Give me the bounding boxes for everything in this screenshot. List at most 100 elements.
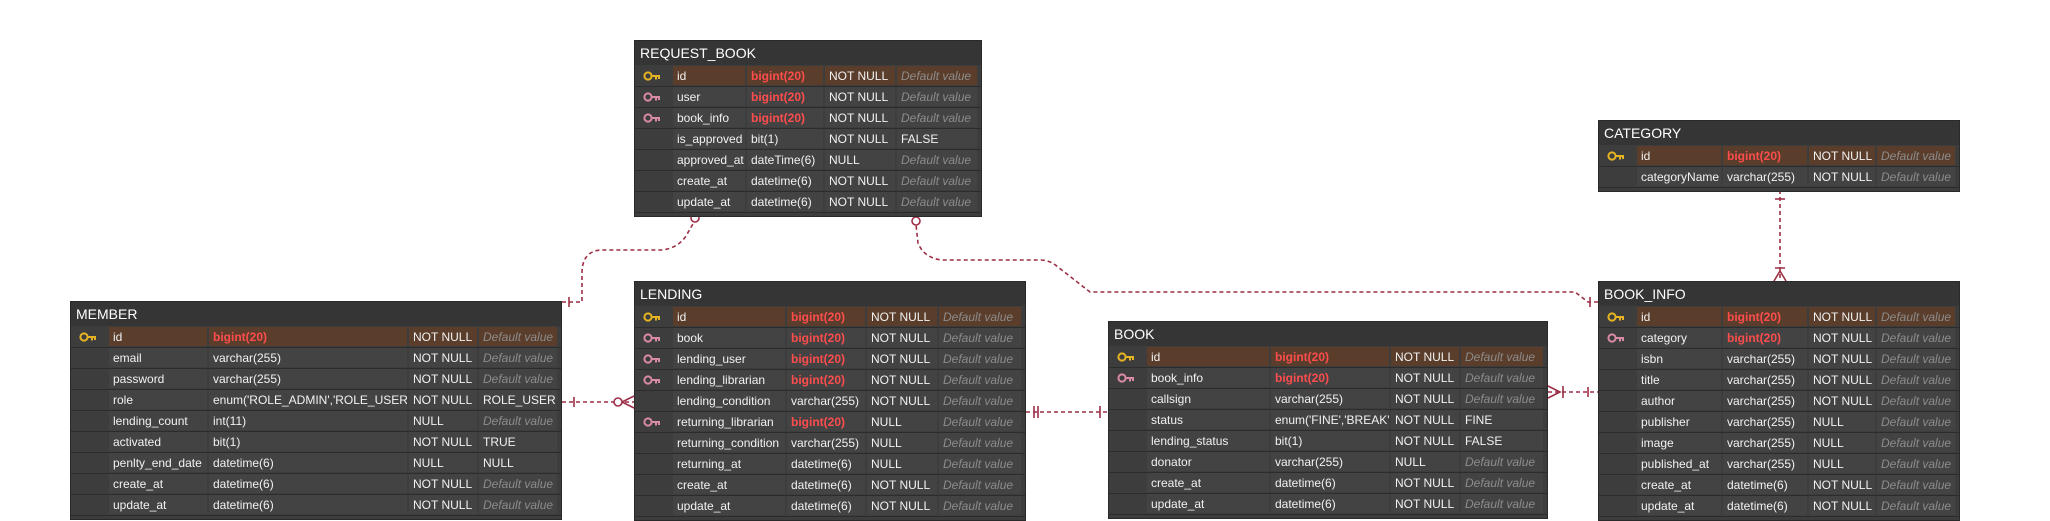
column-default: Default value — [897, 108, 977, 127]
column-name: id — [1147, 347, 1269, 366]
column-name: returning_condition — [673, 433, 785, 452]
column-type: datetime(6) — [787, 475, 865, 494]
column-type: bigint(20) — [1723, 328, 1807, 347]
column-default: TRUE — [479, 432, 557, 451]
column-nullable: NOT NULL — [825, 129, 895, 148]
column-default: Default value — [479, 411, 557, 430]
many-marker — [620, 395, 635, 409]
key-cell — [1601, 307, 1627, 326]
key-cell — [1111, 473, 1137, 492]
column-nullable: NOT NULL — [1809, 167, 1875, 186]
column-name: book — [673, 328, 785, 347]
key-cell — [73, 327, 99, 346]
column-name: id — [673, 307, 785, 326]
column-nullable: NOT NULL — [825, 87, 895, 106]
column-default: Default value — [939, 454, 1021, 473]
column-name: is_approved — [673, 129, 745, 148]
column-type: datetime(6) — [1723, 475, 1807, 494]
column-name: update_at — [673, 496, 785, 515]
foreign-key-icon — [643, 416, 661, 428]
key-cell — [637, 66, 663, 85]
column-default: Default value — [939, 412, 1021, 431]
column-type: bigint(20) — [209, 327, 407, 346]
column-default: Default value — [1461, 368, 1543, 387]
column-type: bit(1) — [209, 432, 407, 451]
column-type: bigint(20) — [787, 307, 865, 326]
column-type: varchar(255) — [787, 433, 865, 452]
column-name: penlty_end_date — [109, 453, 207, 472]
column-name: user — [673, 87, 745, 106]
column-nullable: NULL — [1809, 412, 1875, 431]
column-nullable: NOT NULL — [409, 432, 477, 451]
foreign-key-icon — [1117, 372, 1135, 384]
column-name: book_info — [673, 108, 745, 127]
column-name: create_at — [673, 475, 785, 494]
column-default: Default value — [479, 474, 557, 493]
key-cell — [637, 391, 663, 410]
column-name: update_at — [1637, 496, 1721, 515]
table-title: CATEGORY — [1599, 121, 1959, 145]
key-cell — [1601, 412, 1627, 431]
key-cell — [637, 433, 663, 452]
column-type: datetime(6) — [787, 454, 865, 473]
table-title: REQUEST_BOOK — [635, 41, 981, 65]
column-nullable: NULL — [1809, 433, 1875, 452]
column-name: lending_count — [109, 411, 207, 430]
column-type: bigint(20) — [1271, 368, 1389, 387]
column-default: Default value — [1877, 349, 1955, 368]
column-name: id — [1637, 146, 1721, 165]
zero-many-marker — [911, 216, 921, 226]
